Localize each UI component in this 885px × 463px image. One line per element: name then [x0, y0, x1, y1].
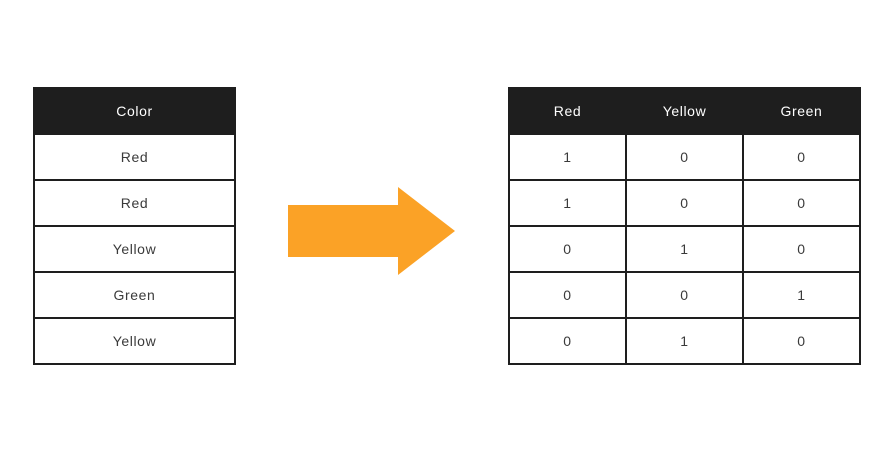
- table-row: Green: [33, 271, 236, 319]
- table-row: 0 1 0: [508, 225, 861, 273]
- table-row: Yellow: [33, 317, 236, 365]
- table-row: Red: [33, 179, 236, 227]
- value-cell: 0: [742, 179, 861, 227]
- table-row: 0 0 1: [508, 271, 861, 319]
- table-header-row: Red Yellow Green: [508, 87, 861, 135]
- color-cell: Red: [33, 179, 236, 227]
- value-cell: 0: [508, 271, 627, 319]
- one-hot-table: Red Yellow Green 1 0 0 1 0 0 0 1 0 0: [508, 87, 861, 365]
- value-cell: 0: [625, 133, 744, 181]
- color-cell: Yellow: [33, 225, 236, 273]
- table-row: Yellow: [33, 225, 236, 273]
- color-cell: Red: [33, 133, 236, 181]
- value-cell: 0: [742, 133, 861, 181]
- value-cell: 1: [508, 179, 627, 227]
- value-cell: 0: [625, 179, 744, 227]
- table-header-row: Color: [33, 87, 236, 135]
- table-row: 1 0 0: [508, 133, 861, 181]
- value-cell: 0: [742, 225, 861, 273]
- table-row: 1 0 0: [508, 179, 861, 227]
- table-row: Red: [33, 133, 236, 181]
- value-cell: 0: [742, 317, 861, 365]
- column-header-green: Green: [742, 87, 861, 135]
- value-cell: 1: [625, 225, 744, 273]
- color-cell: Green: [33, 271, 236, 319]
- column-header-red: Red: [508, 87, 627, 135]
- color-column-table: Color Red Red Yellow Green Yellow: [33, 87, 236, 365]
- value-cell: 0: [508, 225, 627, 273]
- value-cell: 1: [508, 133, 627, 181]
- value-cell: 1: [625, 317, 744, 365]
- value-cell: 1: [742, 271, 861, 319]
- table-row: 0 1 0: [508, 317, 861, 365]
- value-cell: 0: [625, 271, 744, 319]
- column-header-color: Color: [33, 87, 236, 135]
- column-header-yellow: Yellow: [625, 87, 744, 135]
- arrow-right-icon: [288, 187, 455, 275]
- value-cell: 0: [508, 317, 627, 365]
- color-cell: Yellow: [33, 317, 236, 365]
